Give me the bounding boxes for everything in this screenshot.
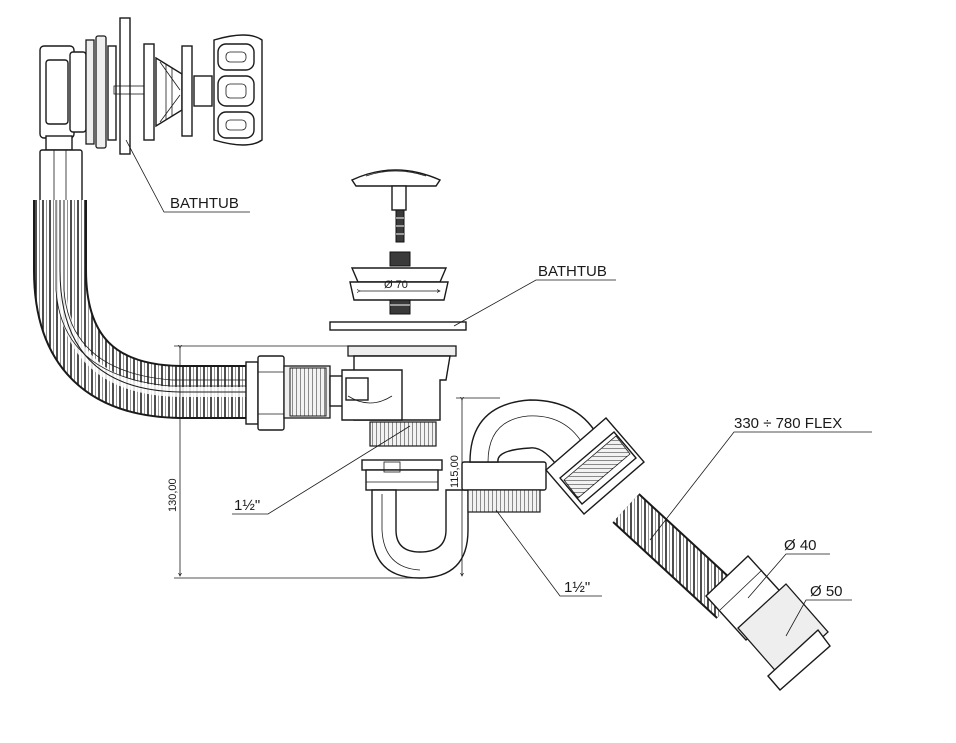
label-diameter-40: Ø 40 [784,537,817,554]
overflow-assembly [39,17,263,203]
drain-head [329,169,467,447]
dim-trap-height: 115,00 [449,455,461,488]
outlet-flex [545,417,831,691]
label-diameter-50: Ø 50 [810,583,843,600]
overflow-connector [245,355,349,431]
label-plug-diameter: Ø 70 [384,279,408,291]
label-bathtub-drain: BATHTUB [538,263,607,280]
label-flex-length: 330 ÷ 780 FLEX [734,415,842,432]
overflow-flex-hose [33,200,250,419]
label-bathtub-overflow: BATHTUB [170,195,239,212]
dimension-lines [174,346,500,579]
leader-lines [125,139,872,637]
label-thread-upper: 1½" [234,497,260,514]
label-thread-lower: 1½" [564,579,590,596]
dim-total-height: 130,00 [167,478,179,512]
